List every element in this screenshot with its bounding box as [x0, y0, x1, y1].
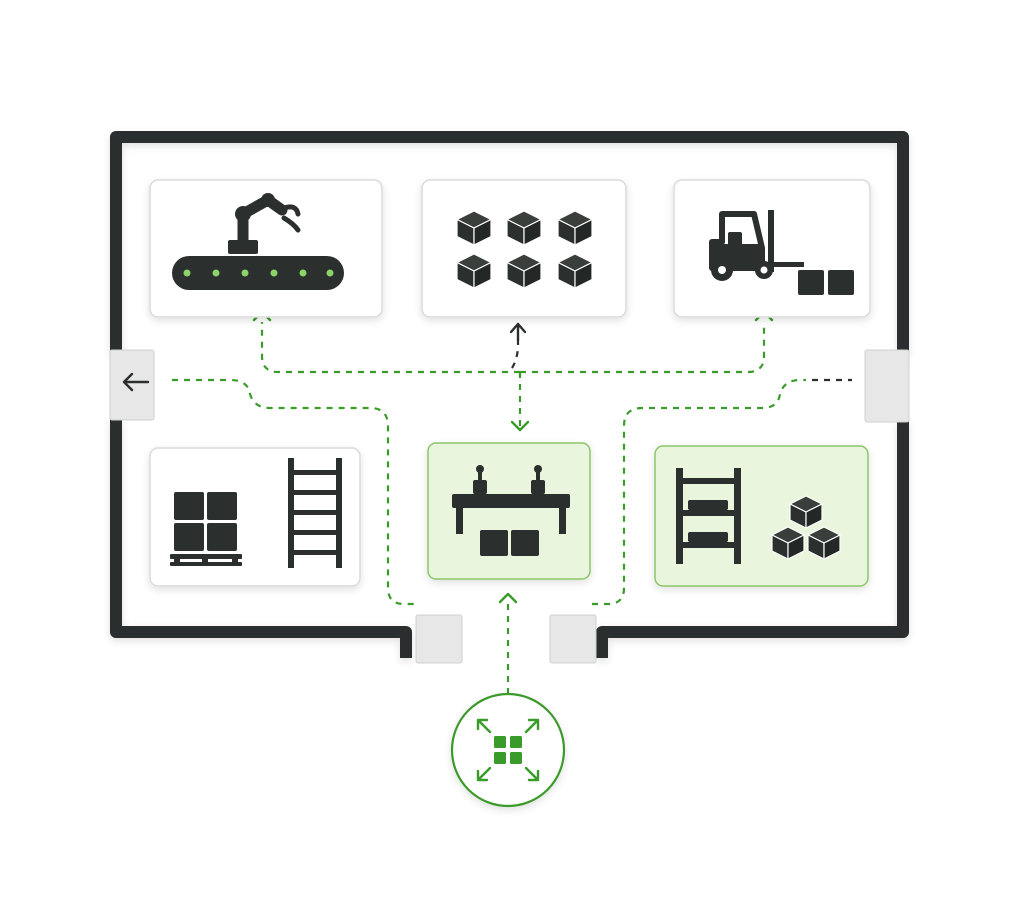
pallet-and-rack-icon	[170, 458, 342, 568]
door-left	[109, 349, 155, 421]
cube-icon	[506, 253, 542, 289]
cube-icon	[456, 253, 492, 289]
forklift-icon	[709, 210, 854, 295]
zone-cube-storage[interactable]	[421, 179, 627, 318]
cube-icon	[807, 526, 841, 560]
route-to-cube-storage	[511, 335, 520, 369]
zone-pallet-rack[interactable]	[149, 447, 361, 587]
routes	[172, 322, 852, 694]
cube-grid-icon	[456, 210, 593, 289]
zone-forklift-bay[interactable]	[673, 179, 871, 318]
cube-icon	[771, 526, 805, 560]
distribution-hub[interactable]	[450, 692, 566, 808]
cube-icon	[456, 210, 492, 246]
door-right	[864, 349, 910, 423]
arrow-left-icon	[122, 372, 150, 392]
arrow-up-hub-icon	[498, 592, 518, 604]
packing-workbench-icon	[452, 465, 570, 556]
conveyor-robot-arm-icon	[172, 193, 344, 290]
zone-robot-conveyor[interactable]	[149, 179, 383, 318]
cube-icon	[789, 495, 823, 529]
door-bottom-right	[549, 614, 597, 664]
door-bottom-left	[415, 614, 463, 664]
route-to-forklift-bay	[520, 322, 766, 374]
expand-grid-icon	[476, 718, 540, 782]
zone-packing-workbench[interactable]	[427, 442, 591, 580]
building-walls	[110, 131, 909, 658]
cube-icon	[506, 210, 542, 246]
shelf-and-boxes-icon	[676, 468, 841, 564]
zone-shelf-storage[interactable]	[654, 445, 869, 587]
route-right-loop	[592, 378, 806, 606]
cube-icon	[557, 210, 593, 246]
arrow-up-cubes-icon	[509, 322, 527, 342]
cube-icon	[557, 253, 593, 289]
arrow-down-workbench-icon	[510, 420, 530, 432]
route-to-robot-cell	[260, 322, 520, 374]
route-left-loop	[172, 378, 418, 606]
